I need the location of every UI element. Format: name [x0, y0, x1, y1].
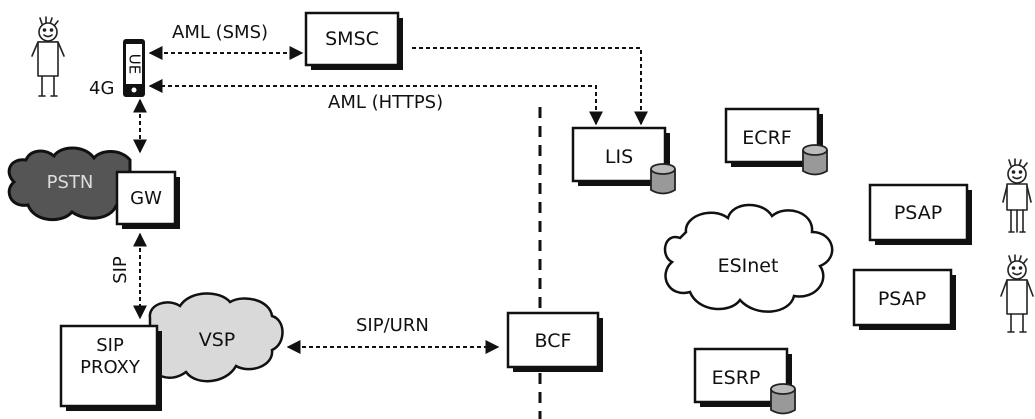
vsp-cloud: VSP: [148, 292, 284, 383]
ue-tech-label: 4G: [89, 78, 114, 99]
smsc-label: SMSC: [325, 28, 379, 50]
bcf-label: BCF: [535, 330, 572, 352]
caller-person-icon: [31, 16, 65, 97]
sip-proxy-label-line1: SIP: [96, 335, 124, 356]
pstn-cloud: PSTN: [7, 146, 132, 222]
aml-https-link-label: AML (HTTPS): [328, 92, 443, 113]
psap-label-1: PSAP: [894, 202, 942, 224]
esrp-database-icon: [770, 383, 796, 415]
esinet-cloud: ESInet: [663, 203, 834, 313]
psap-box-1: PSAP: [868, 183, 972, 245]
lis-database-icon: [650, 163, 676, 195]
psap-box-2: PSAP: [852, 268, 956, 330]
bcf-box: BCF: [506, 311, 603, 372]
smsc-box: SMSC: [304, 11, 403, 70]
ue-device: UE: [123, 39, 145, 97]
sip-link-label: SIP: [110, 256, 131, 284]
psap-label-2: PSAP: [878, 288, 926, 310]
sip-proxy-box: SIP PROXY: [59, 324, 162, 411]
gw-label: GW: [130, 188, 162, 209]
aml-sms-link-label: AML (SMS): [172, 22, 268, 43]
aml-https-link: [148, 79, 603, 126]
sip-urn-link-label: SIP/URN: [356, 315, 429, 336]
pstn-label: PSTN: [47, 172, 94, 193]
esinet-label: ESInet: [718, 255, 779, 277]
lis-label: LIS: [605, 146, 633, 168]
ue-label: UE: [126, 54, 144, 74]
esrp-box: ESRP: [693, 347, 792, 407]
call-taker-person-icon-1: [1002, 158, 1032, 233]
gw-box: GW: [115, 170, 180, 229]
call-taker-person-icon-2: [1000, 254, 1034, 333]
ecrf-label: ECRF: [742, 127, 791, 149]
ecrf-database-icon: [802, 144, 828, 176]
vsp-label: VSP: [199, 329, 236, 351]
esrp-label: ESRP: [712, 367, 761, 389]
sip-proxy-label-line2: PROXY: [80, 357, 141, 378]
